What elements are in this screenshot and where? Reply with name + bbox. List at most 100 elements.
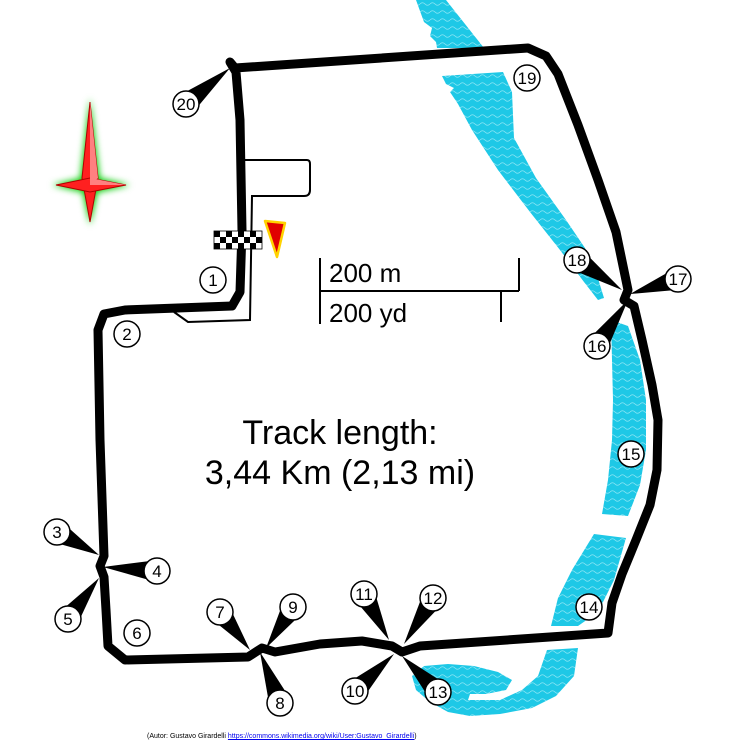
turn-circle <box>113 320 141 348</box>
turn-circle <box>664 265 692 293</box>
checker-square <box>232 243 238 249</box>
turn-marker-7: 7 <box>206 598 250 650</box>
turn-circle <box>199 266 227 294</box>
checker-square <box>244 243 250 249</box>
turn-number: 4 <box>152 562 161 581</box>
turn-number: 8 <box>275 694 284 713</box>
checker-square <box>226 243 232 249</box>
turn-number: 10 <box>346 682 365 701</box>
turn-number: 14 <box>580 598 599 617</box>
turn-circle <box>54 605 82 633</box>
river-upper-channel <box>442 72 604 300</box>
turn-marker-4: 4 <box>103 557 171 585</box>
checker-square <box>250 237 256 243</box>
turn-marker-15: 15 <box>617 440 645 468</box>
turn-circle <box>43 518 71 546</box>
river-bottom-channel <box>412 648 578 716</box>
checker-square <box>226 231 232 237</box>
checker-square <box>238 237 244 243</box>
turn-number: 6 <box>132 624 141 643</box>
turn-circle <box>583 332 611 360</box>
turn-marker-5: 5 <box>54 578 99 633</box>
checker-square <box>220 231 226 237</box>
turn-number: 13 <box>429 683 448 702</box>
turn-number: 3 <box>52 523 61 542</box>
turn-marker-8: 8 <box>260 652 294 717</box>
turn-circle <box>341 677 369 705</box>
river-top <box>416 0 484 48</box>
turn-marker-11: 11 <box>350 580 389 640</box>
checker-square <box>244 231 250 237</box>
checker-square <box>220 237 226 243</box>
turn-circle <box>143 557 171 585</box>
turn-marker-10: 10 <box>341 654 394 705</box>
turn-circle <box>513 64 541 92</box>
checker-square <box>238 231 244 237</box>
turn-marker-19: 19 <box>513 64 541 92</box>
track-length-title: Track length: <box>242 414 437 452</box>
scale-bar: 200 m 200 yd <box>319 258 520 328</box>
turn-circle <box>424 678 452 706</box>
turn-number: 9 <box>288 598 297 617</box>
checker-square <box>256 243 262 249</box>
track-length-value: 3,44 Km (2,13 mi) <box>205 454 475 492</box>
checker-border <box>213 230 263 250</box>
turn-number: 15 <box>622 445 641 464</box>
checkered-flag-icon <box>213 230 263 250</box>
turn-circle <box>575 593 603 621</box>
attribution-link[interactable]: https://commons.wikimedia.org/wiki/User:… <box>227 733 415 740</box>
turn-marker-12: 12 <box>404 584 447 644</box>
attribution: (Autor: Gustavo Girardelli https://commo… <box>147 732 417 741</box>
checker-square <box>226 237 232 243</box>
turn-circle <box>563 246 591 274</box>
river <box>412 0 646 716</box>
turn-circle <box>350 580 378 608</box>
checker-square <box>244 237 250 243</box>
scale-imperial-label: 200 yd <box>329 298 407 328</box>
checker-square <box>214 237 220 243</box>
attribution-author: (Autor: Gustavo Girardelli <box>147 733 228 740</box>
turn-marker-20: 20 <box>172 68 230 118</box>
turn-number: 5 <box>63 610 72 629</box>
turn-circle <box>172 90 200 118</box>
checker-square <box>220 243 226 249</box>
checker-square <box>232 231 238 237</box>
turn-marker-16: 16 <box>583 300 628 360</box>
scale-metric-label: 200 m <box>329 258 401 288</box>
turn-marker-14: 14 <box>575 593 603 621</box>
checker-square <box>256 237 262 243</box>
turn-marker-17: 17 <box>630 265 692 294</box>
turn-marker-1: 1 <box>199 266 227 294</box>
turn-number: 17 <box>669 270 688 289</box>
turn-circle <box>266 689 294 717</box>
checker-square <box>238 243 244 249</box>
checker-square <box>250 243 256 249</box>
turn-marker-13: 13 <box>402 656 452 706</box>
turn-number: 12 <box>424 589 443 608</box>
turn-circle <box>123 619 151 647</box>
compass-rose-icon <box>52 98 130 225</box>
turn-marker-2: 2 <box>113 320 141 348</box>
attribution-suffix: ) <box>414 733 417 740</box>
turn-marker-6: 6 <box>123 619 151 647</box>
turn-marker-9: 9 <box>266 593 307 648</box>
turn-circle <box>206 598 234 626</box>
turn-circle <box>617 440 645 468</box>
turn-number: 7 <box>215 603 224 622</box>
turn-number: 16 <box>588 337 607 356</box>
checker-square <box>250 231 256 237</box>
checker-square <box>256 231 262 237</box>
turn-number: 11 <box>355 585 373 604</box>
turn-marker-3: 3 <box>43 518 99 555</box>
track-outline <box>93 43 663 665</box>
checker-square <box>214 243 220 249</box>
river-lower-channel <box>551 534 626 626</box>
turn-number: 1 <box>208 271 217 290</box>
turn-pointer <box>103 559 158 583</box>
turn-circle <box>419 584 447 612</box>
turn-number: 19 <box>518 69 537 88</box>
race-direction-flag-icon <box>263 219 287 259</box>
turn-number: 20 <box>177 95 196 114</box>
